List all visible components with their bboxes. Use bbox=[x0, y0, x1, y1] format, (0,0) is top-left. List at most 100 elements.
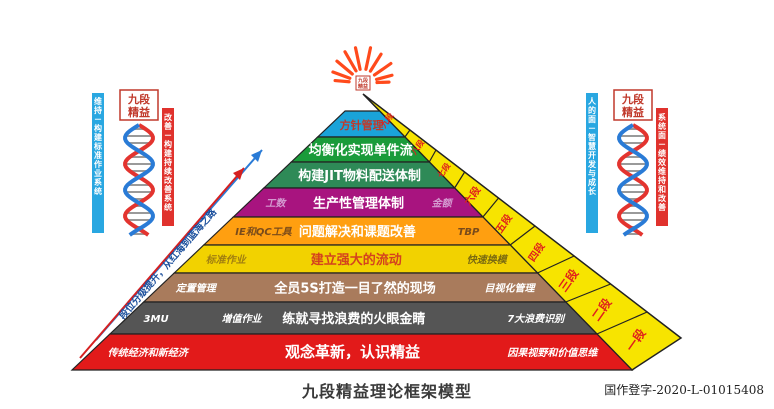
vertical-char: 善 bbox=[164, 184, 172, 194]
layer-right-label: 增值作业 bbox=[222, 313, 263, 325]
burst-ray bbox=[353, 46, 362, 71]
blue-bar bbox=[92, 93, 104, 233]
layer-far-right-label: 7大浪费识别 bbox=[507, 313, 566, 325]
vertical-char: 改 bbox=[164, 175, 173, 185]
dna-strand bbox=[617, 123, 649, 237]
layer-left-label: 3MU bbox=[144, 314, 169, 325]
layer-main-label: 观念革新，认识精益 bbox=[285, 343, 420, 361]
red-arrow-line bbox=[79, 167, 245, 359]
vertical-char: 与 bbox=[588, 168, 596, 178]
layer-left-label: 工数 bbox=[265, 198, 287, 210]
vertical-char: 持 bbox=[658, 175, 666, 185]
dna-helix-icon bbox=[123, 123, 155, 237]
apex-seal-text: 九段 bbox=[357, 77, 368, 84]
layer-right-label: TBP bbox=[458, 227, 480, 238]
layer-right-label: 目视化管理 bbox=[484, 283, 536, 295]
diagram-title: 九段精益理论框架模型 bbox=[301, 382, 472, 401]
layer-band bbox=[70, 333, 634, 371]
apex-badge: 九段精益 bbox=[355, 75, 371, 91]
vertical-char: 善 bbox=[164, 121, 172, 131]
pyramid-layer: 构建JIT物料配送体制 bbox=[262, 161, 457, 189]
burst-ray bbox=[368, 52, 383, 73]
vertical-char: － bbox=[588, 124, 596, 133]
burst-ray bbox=[364, 46, 373, 71]
registration-number: 国作登字-2020-L-01015408 bbox=[604, 383, 764, 397]
vertical-char: － bbox=[164, 131, 172, 140]
dna-strand bbox=[617, 123, 649, 237]
badge-text: 九段 bbox=[621, 92, 644, 106]
layer-main-label: 练就寻找浪费的火眼金睛 bbox=[282, 311, 425, 327]
dna-helix-icon bbox=[617, 123, 649, 237]
vertical-char: 系 bbox=[164, 193, 172, 203]
apex-seal-icon bbox=[355, 75, 371, 91]
vertical-char: 面 bbox=[658, 131, 666, 140]
vertical-char: － bbox=[94, 115, 102, 124]
badge-frame-icon bbox=[119, 89, 159, 121]
vertical-char: 系 bbox=[94, 177, 102, 187]
vertical-char: 改 bbox=[164, 112, 173, 122]
badge-text: 精益 bbox=[128, 105, 150, 119]
red-bar bbox=[656, 108, 668, 226]
vertical-char: 业 bbox=[94, 168, 102, 178]
layer-main-label: 均衡化实现单件流 bbox=[309, 143, 413, 159]
layer-left-label: 传统经济和新经济 bbox=[108, 347, 190, 359]
dna-strand bbox=[123, 123, 155, 237]
rank-divider bbox=[454, 171, 466, 189]
layer-main-label: 问题解决和课题改善 bbox=[299, 224, 416, 240]
badge-frame-icon bbox=[613, 89, 653, 121]
burst-ray bbox=[333, 78, 351, 84]
layer-main-label: 全员5S打造一目了然的现场 bbox=[273, 281, 435, 297]
burst-ray bbox=[343, 50, 358, 73]
burst-ray bbox=[374, 73, 394, 81]
apex-seal-text: 精益 bbox=[358, 83, 368, 90]
layer-right-label: 快速换模 bbox=[467, 254, 509, 266]
vertical-char: 建 bbox=[93, 132, 103, 142]
vertical-char: 和 bbox=[658, 184, 666, 194]
rank-divider bbox=[596, 311, 648, 335]
vertical-char: 标 bbox=[93, 141, 102, 151]
vertical-char: 持 bbox=[164, 157, 172, 167]
vertical-char: 慧 bbox=[588, 141, 596, 151]
vertical-char: 构 bbox=[164, 139, 172, 149]
vertical-char: 绩 bbox=[658, 148, 666, 158]
burst-ray bbox=[331, 70, 352, 80]
vertical-char: 准 bbox=[94, 150, 102, 160]
vertical-char: 持 bbox=[94, 105, 102, 115]
vertical-char: 改 bbox=[658, 193, 667, 203]
vertical-char: 统 bbox=[164, 202, 172, 212]
vertical-char: 的 bbox=[588, 105, 596, 115]
blue-bar bbox=[586, 93, 598, 233]
pyramid-layer: 全员5S打造一目了然的现场 定置管理 目视化管理 bbox=[142, 272, 568, 303]
rank-divider bbox=[482, 197, 500, 218]
pyramid-layer: 练就寻找浪费的火眼金睛 3MU 增值作业 7大浪费识别 bbox=[108, 301, 599, 335]
rank-divider bbox=[509, 225, 536, 246]
red-bar bbox=[162, 108, 174, 226]
red-arrowhead-icon bbox=[233, 168, 244, 180]
vertical-char: 统 bbox=[94, 186, 102, 196]
vertical-char: 智 bbox=[588, 132, 596, 142]
vertical-char: 面 bbox=[588, 115, 596, 124]
layer-left-label: 定置管理 bbox=[175, 283, 218, 295]
rank-divider bbox=[537, 255, 575, 274]
pyramid-layer: 方针管理 bbox=[316, 110, 407, 138]
layer-left-label: IE和QC工具 bbox=[235, 226, 292, 238]
blue-arrowhead-icon bbox=[251, 150, 262, 162]
pyramid-layer: 建立强大的流动标准作业快速换模 bbox=[172, 244, 539, 274]
dna-strand bbox=[123, 123, 155, 237]
burst-ray bbox=[372, 61, 393, 77]
vertical-char: 建 bbox=[163, 148, 173, 158]
pyramid-layer: 观念革新，认识精益传统经济和新经济因果视野和价值思维 bbox=[70, 333, 634, 371]
vertical-char: 效 bbox=[658, 157, 666, 167]
layer-right-label: 金额 bbox=[432, 198, 454, 210]
badge-text: 九段 bbox=[127, 92, 150, 106]
apex-burst-icon bbox=[331, 46, 394, 85]
vertical-char: 开 bbox=[588, 151, 596, 160]
vertical-char: 系 bbox=[658, 112, 666, 122]
vertical-char: 维 bbox=[94, 96, 102, 106]
